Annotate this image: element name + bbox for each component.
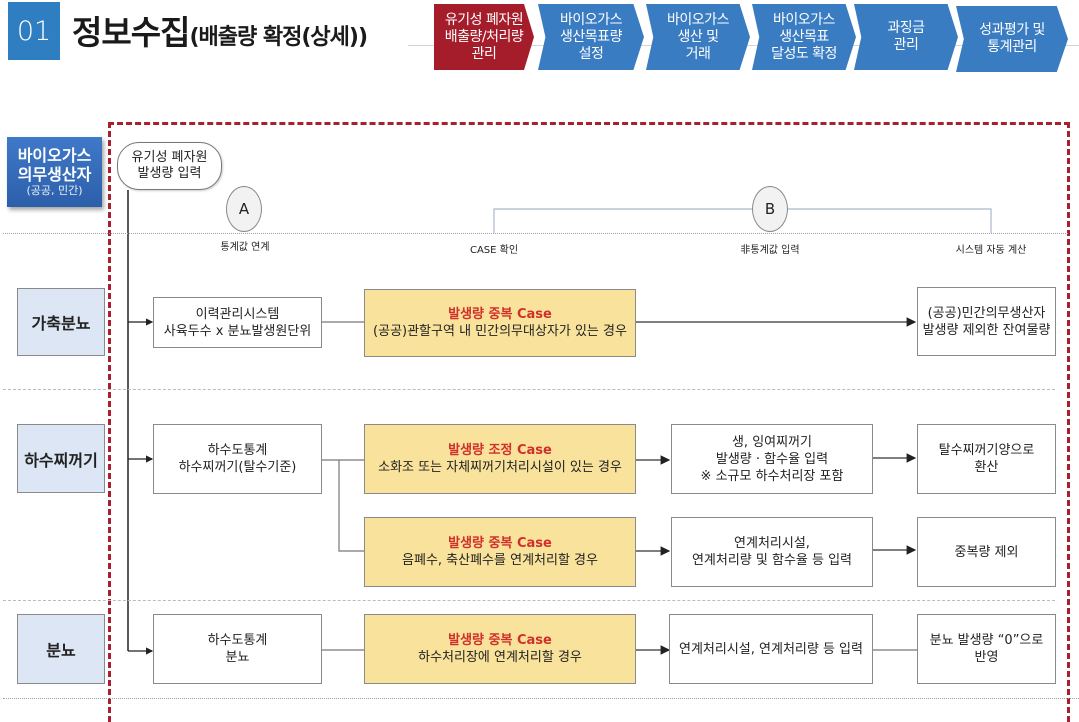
row2-case2-desc: 음폐수, 축산폐수를 연계처리할 경우 xyxy=(402,553,598,568)
phase-label-stat-link: 통계값 연계 xyxy=(220,242,270,253)
row3-case-desc: 하수처리장에 연계처리할 경우 xyxy=(418,650,582,665)
process-step-1[interactable]: 유기성 폐자원 배출량/처리량 관리 xyxy=(434,4,534,70)
page-title-main: 정보수집 xyxy=(72,13,190,52)
row-divider-3 xyxy=(3,698,1079,699)
connector-lines xyxy=(127,190,992,655)
row3-result-box[interactable]: 분뇨 발생량 “0”으로 반영 xyxy=(917,614,1056,684)
phase-label-case-check: CASE 확인 xyxy=(469,245,519,256)
actor-box: 바이오가스 의무생산자 (공공, 민간) xyxy=(7,137,102,207)
row-divider-2 xyxy=(3,600,1055,601)
category-livestock-manure: 가축분뇨 xyxy=(17,288,105,356)
process-step-4[interactable]: 바이오가스 생산목표 달성도 확정 xyxy=(752,4,856,70)
row1-result-box[interactable]: (공공)민간의무생산자 발생량 제외한 잔여물량 xyxy=(917,287,1056,356)
process-step-3[interactable]: 바이오가스 생산 및 거래 xyxy=(646,4,750,70)
marker-b: B xyxy=(752,186,788,232)
row2-input2-box[interactable]: 연계처리시설, 연계처리량 및 함수율 등 입력 xyxy=(671,517,873,587)
row2-result1-box[interactable]: 탈수찌꺼기양으로 환산 xyxy=(917,424,1056,494)
row2-source-box[interactable]: 하수도통계 하수찌꺼기(탈수기준) xyxy=(153,424,322,494)
process-step-6[interactable]: 성과평가 및 통계관리 xyxy=(956,6,1068,72)
row3-source-box[interactable]: 하수도통계 분뇨 xyxy=(153,614,322,684)
row2-case1-title: 발생량 조정 Case xyxy=(448,443,552,458)
row1-case-box[interactable]: 발생량 중복 Case (공공)관할구역 내 민간의무대상자가 있는 경우 xyxy=(364,289,636,357)
row3-input-box[interactable]: 연계처리시설, 연계처리량 등 입력 xyxy=(669,614,873,684)
page-title-sub: (배출량 확정(상세)) xyxy=(189,25,368,50)
actor-name: 바이오가스 xyxy=(17,146,92,165)
marker-a: A xyxy=(226,186,262,232)
phase-divider xyxy=(3,233,1068,234)
scope-frame xyxy=(108,122,1070,722)
row2-case1-box[interactable]: 발생량 조정 Case 소화조 또는 자체찌꺼기처리시설이 있는 경우 xyxy=(364,424,636,494)
b-bracket xyxy=(493,208,992,233)
phase-label-auto-calc: 시스템 자동 계산 xyxy=(955,245,1027,256)
row2-input1-box[interactable]: 생, 잉여찌꺼기 발생량 · 함수율 입력 ※ 소규모 하수처리장 포함 xyxy=(671,424,873,494)
row3-case-title: 발생량 중복 Case xyxy=(448,633,552,648)
row1-case-desc: (공공)관할구역 내 민간의무대상자가 있는 경우 xyxy=(373,324,627,339)
row2-case1-desc: 소화조 또는 자체찌꺼기처리시설이 있는 경우 xyxy=(378,460,622,475)
category-sewage-sludge: 하수찌꺼기 xyxy=(17,424,105,493)
process-step-5[interactable]: 과징금 관리 xyxy=(854,4,958,70)
row2-result2-box[interactable]: 중복량 제외 xyxy=(917,517,1056,587)
start-node[interactable]: 유기성 폐자원 발생량 입력 xyxy=(117,142,222,190)
section-number-badge: 01 xyxy=(8,2,60,60)
row1-source-box[interactable]: 이력관리시스템 사육두수 x 분뇨발생원단위 xyxy=(153,297,322,348)
row3-case-box[interactable]: 발생량 중복 Case 하수처리장에 연계처리할 경우 xyxy=(364,614,636,684)
category-night-soil: 분뇨 xyxy=(17,614,105,684)
row2-case2-box[interactable]: 발생량 중복 Case 음폐수, 축산폐수를 연계처리할 경우 xyxy=(364,517,636,587)
row2-case2-title: 발생량 중복 Case xyxy=(448,536,552,551)
page-title: 정보수집 (배출량 확정(상세)) xyxy=(72,6,368,56)
row2-branch-to-case2 xyxy=(338,460,364,552)
phase-label-nonstat-input: 非통계값 입력 xyxy=(740,245,800,256)
row1-case-title: 발생량 중복 Case xyxy=(448,307,552,322)
row-divider-1 xyxy=(3,389,1055,390)
actor-name-2: 의무생산자 xyxy=(17,165,92,184)
actor-note: (공공, 민간) xyxy=(26,184,83,197)
process-step-2[interactable]: 바이오가스 생산목표량 설정 xyxy=(538,4,644,70)
